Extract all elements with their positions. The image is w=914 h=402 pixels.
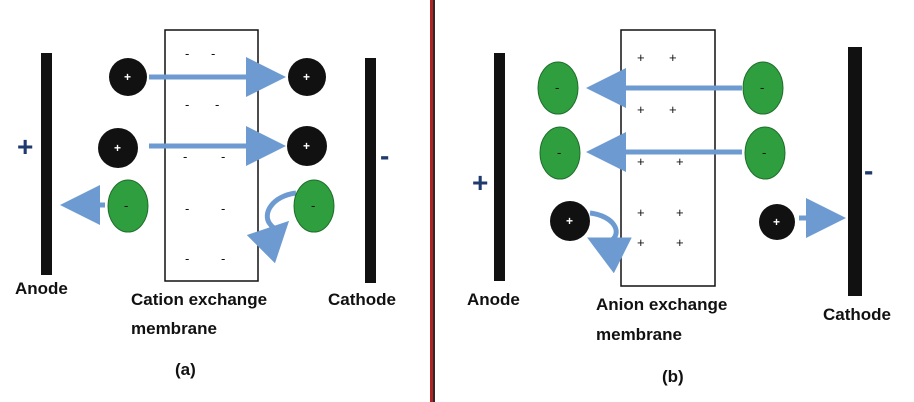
cathode-a-electrode xyxy=(365,58,376,283)
svg-text:-: - xyxy=(124,198,128,213)
panel-divider-shadow xyxy=(433,0,435,402)
svg-text:-: - xyxy=(760,80,764,95)
anion-ion: - xyxy=(539,126,581,180)
membrane-a-charge: - xyxy=(185,201,189,216)
svg-text:+: + xyxy=(124,70,131,84)
membrane-b-charge: + xyxy=(676,235,684,250)
cation-ion: + xyxy=(98,128,138,168)
anion-ion: - xyxy=(107,179,149,233)
cathode-a-sign: - xyxy=(380,140,389,171)
anion-membrane xyxy=(620,29,716,287)
membrane-b-charge: + xyxy=(637,154,645,169)
cation-membrane xyxy=(164,29,259,282)
rejected-cation-arrow xyxy=(587,210,632,274)
membrane-a-charge: - xyxy=(221,149,225,164)
cathode-b-sign: - xyxy=(864,155,873,186)
membrane-a-charge: - xyxy=(221,201,225,216)
membrane-b-charge: + xyxy=(669,50,677,65)
membrane-b-charge: + xyxy=(676,205,684,220)
membrane-b-charge: + xyxy=(676,154,684,169)
membrane-b-charge: + xyxy=(637,102,645,117)
membrane-b-charge: + xyxy=(637,50,645,65)
membrane-b-charge: + xyxy=(637,235,645,250)
panel-b: + Anode - Cathode + + + + + + + + + + An… xyxy=(467,29,891,386)
membrane-a-label-line1: Cation exchange xyxy=(131,290,267,309)
membrane-a-charge: - xyxy=(185,46,189,61)
cation-ion: + xyxy=(109,58,147,96)
membrane-a-charge: - xyxy=(183,149,187,164)
cathode-a-label: Cathode xyxy=(328,290,396,309)
svg-text:-: - xyxy=(311,198,315,213)
membrane-b-label-line2: membrane xyxy=(596,325,682,344)
membrane-a-charge: - xyxy=(211,46,215,61)
svg-text:-: - xyxy=(762,145,766,160)
membrane-a-charge: - xyxy=(215,97,219,112)
anode-a-sign: + xyxy=(17,131,33,162)
panel-a: + Anode - Cathode - - - - - - - - - - Ca… xyxy=(15,29,396,379)
cation-ion: + xyxy=(759,204,795,240)
anion-ion: - xyxy=(537,61,579,115)
membrane-b-charge: + xyxy=(637,205,645,220)
caption-a: (a) xyxy=(175,360,196,379)
svg-text:+: + xyxy=(303,70,310,84)
anion-ion: - xyxy=(293,179,335,233)
membrane-a-label-line2: membrane xyxy=(131,319,217,338)
cation-ion: + xyxy=(287,126,327,166)
svg-text:+: + xyxy=(114,141,121,155)
caption-b: (b) xyxy=(662,367,684,386)
membrane-b-charge: + xyxy=(669,102,677,117)
membrane-a-charge: - xyxy=(185,97,189,112)
cation-ion: + xyxy=(550,201,590,241)
cathode-b-label: Cathode xyxy=(823,305,891,324)
cathode-b-electrode xyxy=(848,47,862,296)
svg-text:-: - xyxy=(555,80,559,95)
membrane-a-charge: - xyxy=(185,251,189,266)
svg-text:+: + xyxy=(773,215,780,229)
rejected-anion-arrow xyxy=(246,190,297,264)
anode-a-label: Anode xyxy=(15,279,68,298)
cation-ion: + xyxy=(288,58,326,96)
anion-ion: - xyxy=(744,126,786,180)
svg-text:+: + xyxy=(303,139,310,153)
svg-text:+: + xyxy=(566,214,573,228)
anode-b-sign: + xyxy=(472,167,488,198)
panel-divider xyxy=(430,0,433,402)
anode-a-electrode xyxy=(41,53,52,275)
anode-b-label: Anode xyxy=(467,290,520,309)
anion-ion: - xyxy=(742,61,784,115)
membrane-b-label-line1: Anion exchange xyxy=(596,295,727,314)
membrane-a-charge: - xyxy=(221,251,225,266)
anode-b-electrode xyxy=(494,53,505,281)
svg-text:-: - xyxy=(557,145,561,160)
